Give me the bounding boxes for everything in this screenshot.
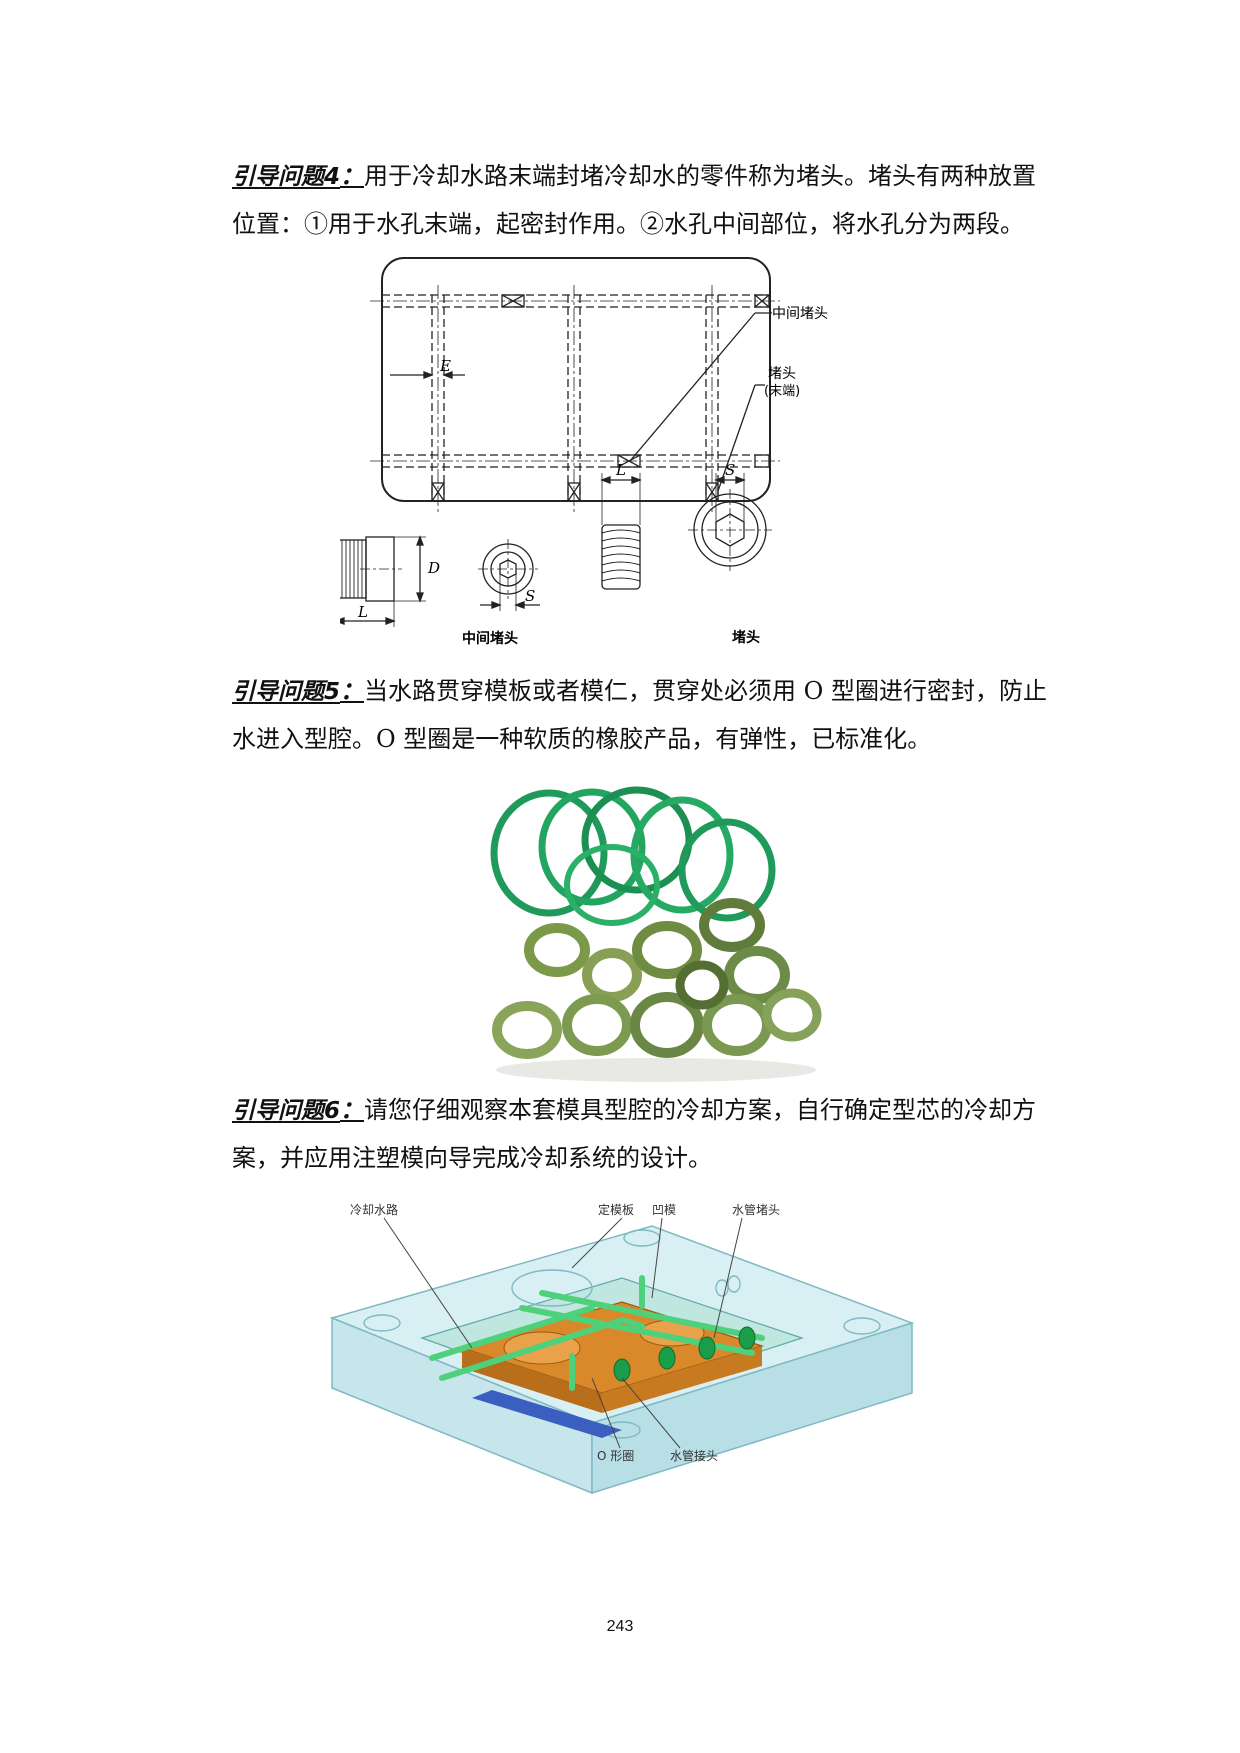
plug-position-drawing: E 中间堵头 堵头 (末端): [340, 255, 880, 655]
mold-cooling-diagram: 冷却水路 定模板 凹模 水管堵头 O 形圈 水管接头: [322, 1198, 922, 1523]
question-4-label: 引导问题4: [232, 164, 341, 190]
end-plug-sublabel: (末端): [764, 384, 800, 399]
question-5-text: 当水路贯穿模板或者模仁，贯穿处必须用 O 型圈进行密封，防止水进入型腔。O 型圈…: [232, 677, 1047, 753]
dim-l2-label: L: [615, 461, 626, 479]
dim-s1-label: S: [525, 587, 535, 605]
question-5-label: 引导问题5: [232, 679, 341, 705]
middle-plug-label: 中间堵头: [772, 306, 828, 322]
o-ring-label: O 形圈: [597, 1449, 634, 1463]
dim-e-label: E: [439, 357, 451, 375]
question-4-paragraph: 引导问题4：用于冷却水路末端封堵冷却水的零件称为堵头。堵头有两种放置位置：①用于…: [232, 152, 1052, 248]
question-6-paragraph: 引导问题6：请您仔细观察本套模具型腔的冷却方案，自行确定型芯的冷却方案，并应用注…: [232, 1086, 1052, 1182]
question-6-colon: ：: [340, 1095, 365, 1124]
question-4-colon: ：: [340, 161, 365, 190]
water-channel-label: 冷却水路: [350, 1202, 398, 1217]
fixed-plate-label: 定模板: [598, 1202, 634, 1217]
dim-l1-label: L: [357, 603, 368, 621]
question-5-paragraph: 引导问题5：当水路贯穿模板或者模仁，贯穿处必须用 O 型圈进行密封，防止水进入型…: [232, 667, 1052, 763]
dim-s2-label: S: [725, 461, 735, 479]
end-plug-label: 堵头: [768, 366, 796, 382]
question-6-text: 请您仔细观察本套模具型腔的冷却方案，自行确定型芯的冷却方案，并应用注塑模向导完成…: [232, 1096, 1037, 1172]
question-5-colon: ：: [340, 676, 365, 705]
pipe-plug-label: 水管堵头: [732, 1202, 780, 1217]
page-number: 243: [606, 1618, 634, 1635]
end-plug-caption: 堵头: [732, 629, 760, 646]
pipe-joint-label: 水管接头: [670, 1448, 718, 1463]
o-ring-photo: [487, 785, 825, 1085]
question-6-label: 引导问题6: [232, 1098, 341, 1124]
question-4-text: 用于冷却水路末端封堵冷却水的零件称为堵头。堵头有两种放置位置：①用于水孔末端，起…: [232, 162, 1037, 238]
cavity-label: 凹模: [652, 1203, 676, 1217]
middle-plug-caption: 中间堵头: [462, 630, 518, 647]
dim-d-label: D: [427, 559, 440, 577]
